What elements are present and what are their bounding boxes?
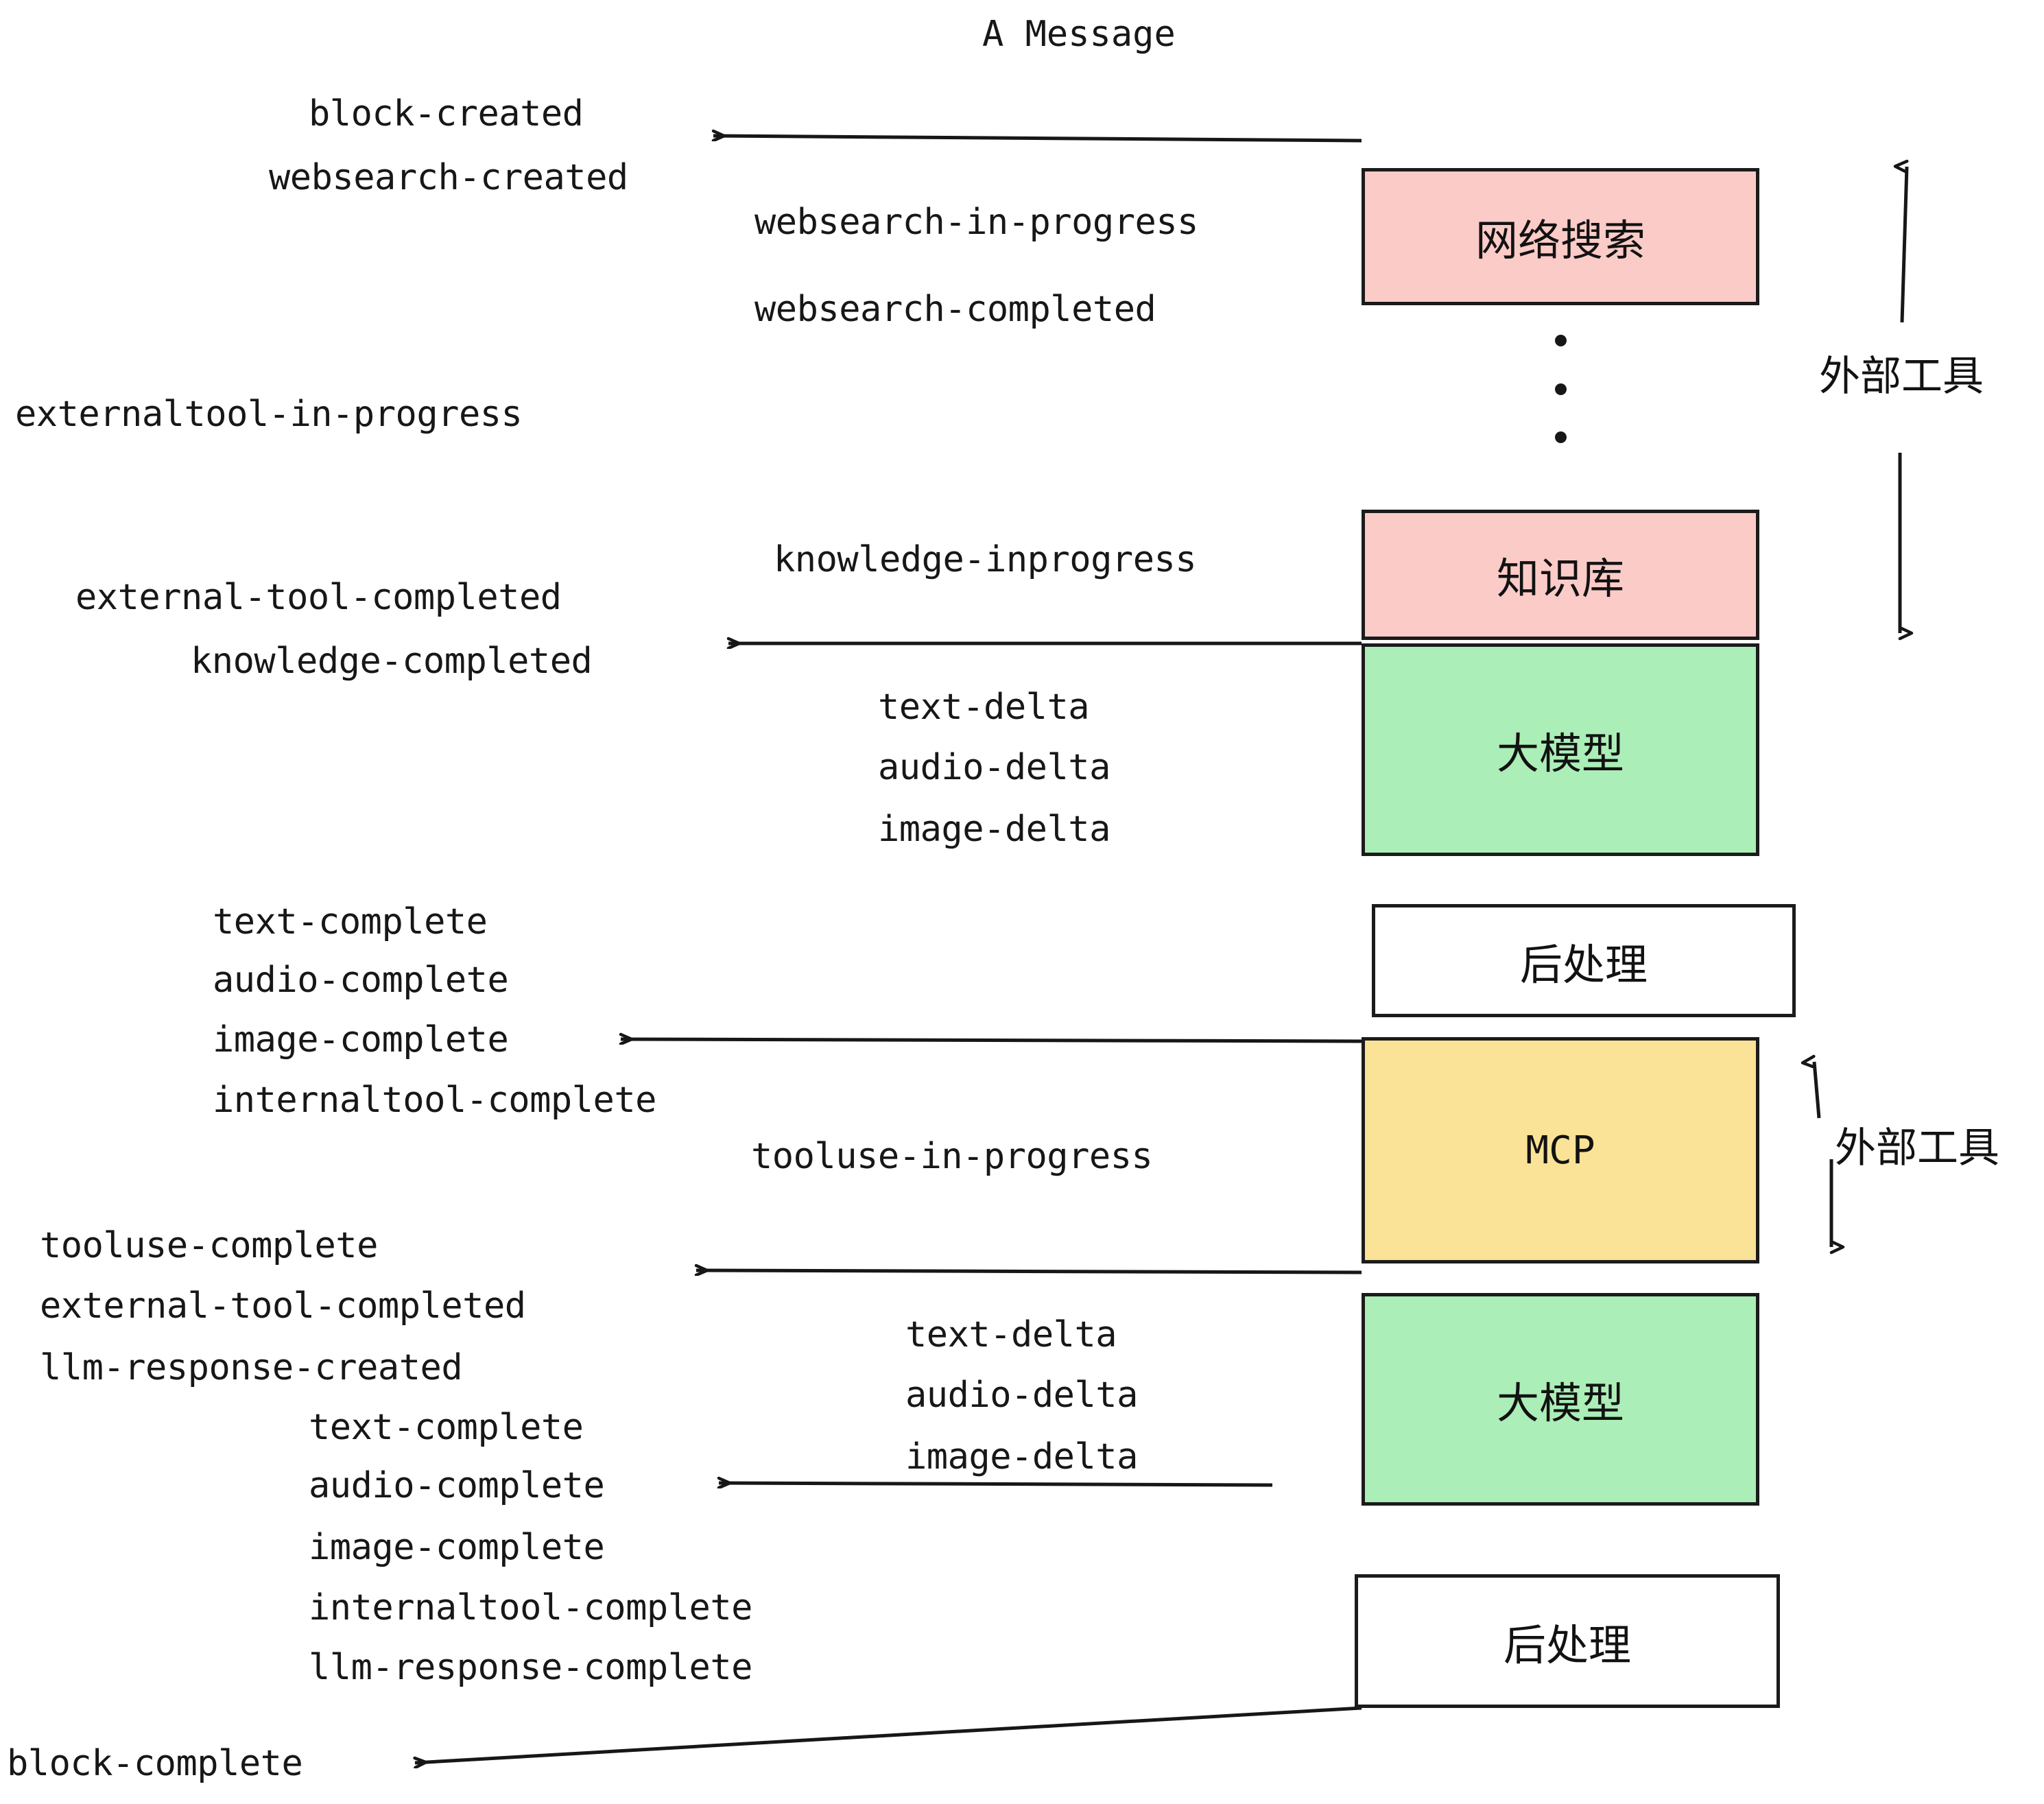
event-internaltool-complete-1: internaltool-complete: [213, 1080, 656, 1121]
node-websearch[interactable]: 网络搜索: [1362, 168, 1759, 305]
vertical-ellipsis: [1554, 335, 1567, 443]
event-external-tool-completed-2: external-tool-completed: [40, 1285, 526, 1327]
node-llm-2-label: 大模型: [1496, 1378, 1624, 1428]
event-websearch-in-progress: websearch-in-progress: [754, 202, 1198, 243]
node-postprocess-2-label: 后处理: [1503, 1619, 1631, 1670]
node-knowledge[interactable]: 知识库: [1362, 510, 1759, 640]
event-audio-delta-2: audio-delta: [905, 1375, 1138, 1416]
event-knowledge-completed: knowledge-completed: [191, 641, 593, 682]
event-llm-response-complete: llm-response-complete: [309, 1647, 752, 1688]
external-tools-arrow-up-2: [1814, 1062, 1821, 1119]
event-tooluse-in-progress: tooluse-in-progress: [751, 1136, 1153, 1177]
node-llm-2[interactable]: 大模型: [1362, 1293, 1759, 1506]
side-label-external-tools-bottom: 外部工具: [1835, 1124, 1999, 1172]
node-llm-1-label: 大模型: [1496, 728, 1624, 779]
node-llm-1[interactable]: 大模型: [1362, 643, 1759, 856]
event-image-complete-1: image-complete: [213, 1019, 509, 1060]
node-knowledge-label: 知识库: [1496, 554, 1624, 604]
event-text-delta-2: text-delta: [905, 1314, 1117, 1355]
node-mcp[interactable]: MCP: [1362, 1037, 1759, 1263]
arrow-image-complete: [621, 1039, 1362, 1041]
event-audio-complete-1: audio-complete: [213, 960, 509, 1001]
event-text-complete-1: text-complete: [213, 901, 488, 942]
event-externaltool-in-progress: externaltool-in-progress: [15, 394, 523, 435]
arrow-block-complete: [415, 1706, 1362, 1763]
node-mcp-label: MCP: [1525, 1128, 1595, 1173]
event-audio-delta-1: audio-delta: [878, 747, 1110, 788]
event-text-delta-1: text-delta: [878, 687, 1090, 728]
side-label-external-tools-top: 外部工具: [1819, 353, 1984, 401]
event-llm-response-created: llm-response-created: [40, 1347, 463, 1388]
event-text-complete-2: text-complete: [309, 1407, 584, 1448]
node-postprocess-2[interactable]: 后处理: [1355, 1574, 1780, 1708]
event-block-complete: block-complete: [7, 1743, 303, 1784]
arrow-audio-complete: [719, 1483, 1273, 1485]
event-websearch-completed: websearch-completed: [754, 289, 1156, 330]
node-websearch-label: 网络搜索: [1475, 215, 1645, 265]
event-block-created: block-created: [309, 93, 584, 134]
event-knowledge-inprogress: knowledge-inprogress: [774, 539, 1197, 580]
arrow-tooluse-complete: [696, 1270, 1362, 1272]
event-internaltool-complete-2: internaltool-complete: [309, 1587, 752, 1628]
event-image-delta-1: image-delta: [878, 809, 1110, 850]
diagram-title: A Message: [982, 14, 1176, 55]
event-audio-complete-2: audio-complete: [309, 1465, 605, 1506]
arrow-websearch-created: [713, 136, 1362, 143]
event-image-delta-2: image-delta: [905, 1436, 1138, 1477]
node-postprocess-1-label: 后处理: [1519, 939, 1648, 990]
event-image-complete-2: image-complete: [309, 1527, 605, 1568]
event-external-tool-completed-1: external-tool-completed: [75, 577, 562, 618]
external-tools-arrow-up-1: [1902, 167, 1909, 323]
node-postprocess-1[interactable]: 后处理: [1372, 904, 1796, 1017]
event-tooluse-complete: tooluse-complete: [40, 1225, 378, 1266]
event-websearch-created: websearch-created: [269, 157, 628, 198]
